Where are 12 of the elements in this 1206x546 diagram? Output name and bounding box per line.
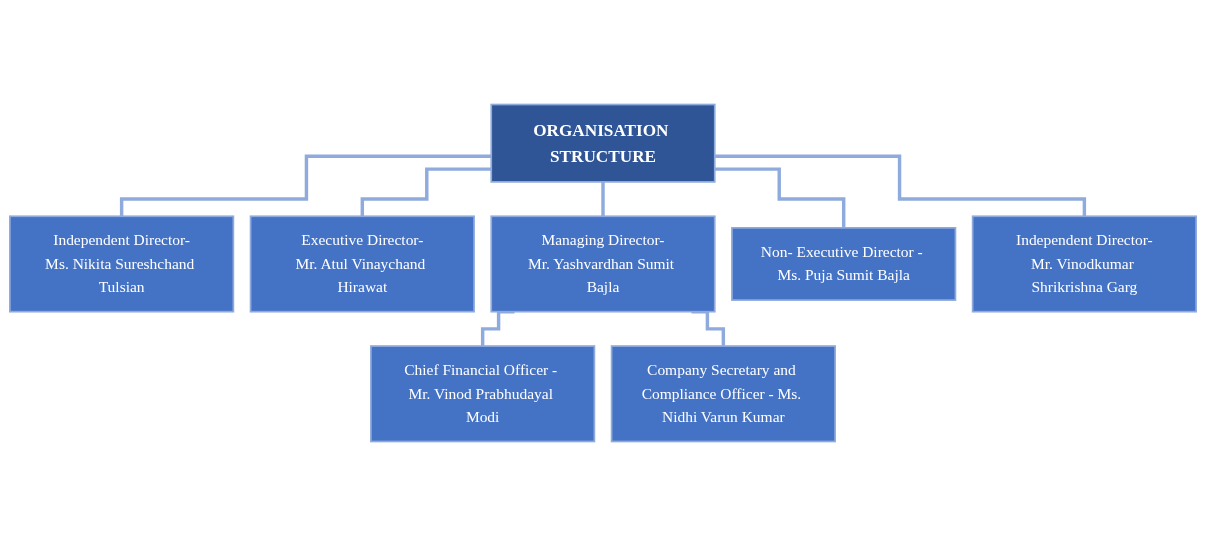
node-box: Independent Director- Mr. Vinodkumar Shrikrishna Garg [971,215,1197,313]
node-box: Managing Director- Mr. Yashvardhan Sumit Bajla [490,215,716,313]
connector [360,167,492,218]
node-box: Chief Financial Officer - Mr. Vinod Prabhudayal Modi [370,345,596,443]
node-box: Executive Director- Mr. Atul Vinaychand Hirawat [249,215,475,313]
node-box: Non- Executive Director - Ms. Puja Sumit Bajla [731,227,957,301]
node-box: Company Secretary and Compliance Officer - Ms. Nidhi Varun Kumar [610,345,836,443]
connector [714,154,1087,218]
connector [601,180,605,218]
node-box: ORGANISATION STRUCTURE [490,103,716,183]
connector [119,154,492,218]
node-box: Independent Director- Ms. Nikita Sureshchand Tulsian [9,215,235,313]
